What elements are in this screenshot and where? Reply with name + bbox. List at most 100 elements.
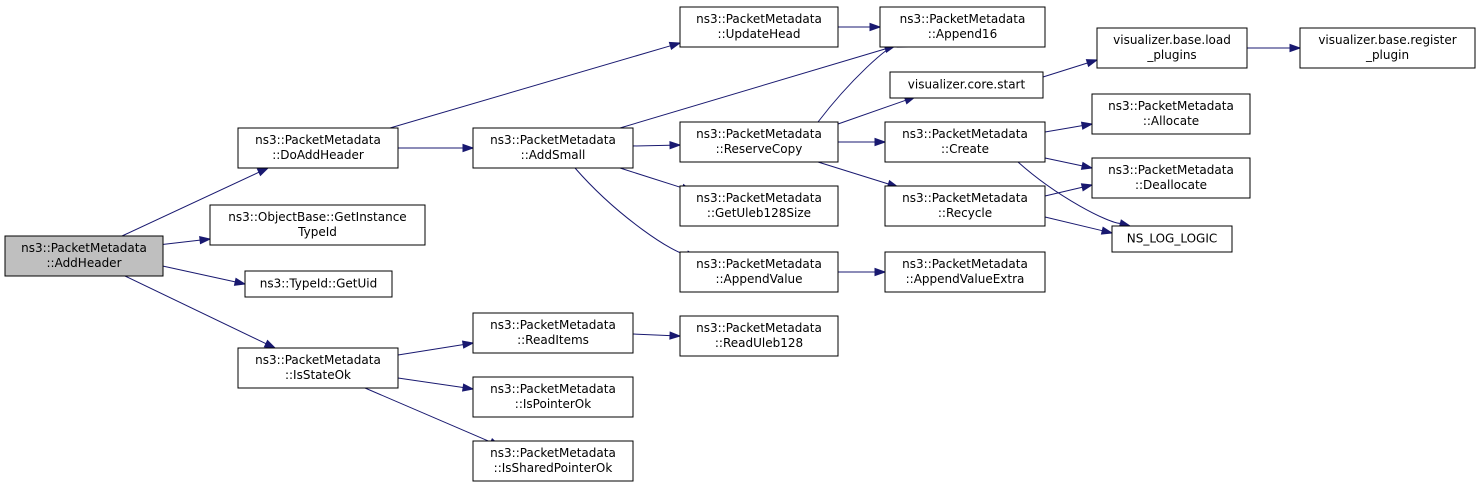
node-label-line: ::AddHeader bbox=[46, 256, 121, 270]
arrowhead bbox=[233, 277, 247, 286]
arrowhead bbox=[1289, 43, 1302, 53]
node-box bbox=[679, 121, 839, 163]
edge-line bbox=[157, 264, 236, 283]
arrowhead bbox=[263, 339, 277, 349]
edge-line bbox=[619, 167, 683, 189]
node-label-line: ns3::PacketMetadata bbox=[21, 241, 147, 255]
node-label-line: ::AddSmall bbox=[521, 148, 586, 162]
node-add-small[interactable]: ns3::PacketMetadata::AddSmall bbox=[472, 127, 634, 169]
node-box bbox=[1096, 27, 1248, 69]
node-load-plugins[interactable]: visualizer.base.load_plugins bbox=[1096, 27, 1248, 69]
edges-layer bbox=[121, 22, 1302, 447]
edge-line bbox=[1042, 62, 1088, 78]
edge-do-add-header-to-update-head bbox=[389, 41, 682, 129]
node-append-value[interactable]: ns3::PacketMetadata::AppendValue bbox=[679, 251, 839, 293]
edge-add-small-to-append-value bbox=[574, 167, 699, 259]
edge-line bbox=[837, 99, 906, 125]
edge-line bbox=[1044, 216, 1103, 232]
node-label-line: _plugins bbox=[1146, 48, 1196, 62]
node-label-line: ::GetUleb128Size bbox=[707, 206, 811, 220]
node-ns-log-logic[interactable]: NS_LOG_LOGIC bbox=[1111, 225, 1233, 253]
edge-recycle-to-ns-log-logic bbox=[1044, 216, 1114, 235]
edge-line bbox=[397, 377, 464, 389]
node-label-line: ::Recycle bbox=[938, 206, 992, 220]
node-box bbox=[679, 6, 839, 48]
node-label-line: ns3::PacketMetadata bbox=[696, 127, 822, 141]
edge-reserve-copy-to-visualizer-core-start bbox=[837, 96, 917, 125]
edge-is-state-ok-to-read-items bbox=[397, 340, 475, 356]
arrowhead bbox=[256, 167, 270, 177]
node-label-line: ::AppendValue bbox=[715, 272, 802, 286]
node-label-line: ::DoAddHeader bbox=[272, 148, 364, 162]
arrowhead bbox=[462, 383, 475, 392]
edge-visualizer-core-start-to-load-plugins bbox=[1042, 59, 1099, 78]
node-box bbox=[209, 204, 426, 246]
node-label-line: ns3::PacketMetadata bbox=[255, 133, 381, 147]
node-visualizer-core-start[interactable]: visualizer.core.start bbox=[889, 71, 1044, 99]
edge-line bbox=[397, 344, 464, 356]
node-box bbox=[472, 312, 634, 354]
node-is-shared-pointer-ok[interactable]: ns3::PacketMetadata::IsSharedPointerOk bbox=[472, 440, 634, 482]
node-do-add-header[interactable]: ns3::PacketMetadata::DoAddHeader bbox=[237, 127, 399, 169]
arrowhead bbox=[1080, 161, 1094, 170]
edge-line bbox=[817, 43, 899, 123]
arrowhead bbox=[462, 143, 475, 153]
node-label-line: ns3::PacketMetadata bbox=[696, 12, 822, 26]
node-box bbox=[884, 251, 1046, 293]
node-allocate[interactable]: ns3::PacketMetadata::Allocate bbox=[1091, 93, 1251, 135]
node-label-line: ::ReadItems bbox=[517, 333, 589, 347]
node-label-line: ::Deallocate bbox=[1135, 178, 1207, 192]
node-is-state-ok[interactable]: ns3::PacketMetadata::IsStateOk bbox=[237, 347, 399, 389]
node-label-line: NS_LOG_LOGIC bbox=[1127, 232, 1218, 246]
node-label-line: ns3::PacketMetadata bbox=[1108, 99, 1234, 113]
node-box bbox=[472, 376, 634, 418]
edge-line bbox=[632, 333, 671, 337]
node-label-line: ::AppendValueExtra bbox=[906, 272, 1025, 286]
node-box bbox=[1111, 225, 1233, 253]
arrowhead bbox=[1080, 183, 1094, 192]
node-reserve-copy[interactable]: ns3::PacketMetadata::ReserveCopy bbox=[679, 121, 839, 163]
node-label-line: ns3::PacketMetadata bbox=[902, 127, 1028, 141]
node-label-line: ::UpdateHead bbox=[718, 27, 801, 41]
node-add-header[interactable]: ns3::PacketMetadata::AddHeader bbox=[4, 235, 164, 277]
node-label-line: ::Allocate bbox=[1143, 114, 1199, 128]
node-box bbox=[237, 127, 399, 169]
node-box bbox=[884, 121, 1046, 163]
node-label-line: ::IsPointerOk bbox=[515, 397, 591, 411]
node-box bbox=[237, 347, 399, 389]
node-create[interactable]: ns3::PacketMetadata::Create bbox=[884, 121, 1046, 163]
node-label-line: ns3::PacketMetadata bbox=[902, 257, 1028, 271]
node-update-head[interactable]: ns3::PacketMetadata::UpdateHead bbox=[679, 6, 839, 48]
node-label-line: ::IsSharedPointerOk bbox=[494, 461, 613, 475]
node-register-plugin[interactable]: visualizer.base.register_plugin bbox=[1299, 27, 1476, 69]
node-read-items[interactable]: ns3::PacketMetadata::ReadItems bbox=[472, 312, 634, 354]
node-label-line: ns3::PacketMetadata bbox=[696, 321, 822, 335]
edge-line bbox=[124, 275, 267, 345]
edge-create-to-allocate bbox=[1044, 121, 1094, 133]
edge-reserve-copy-to-create bbox=[838, 137, 887, 147]
edge-load-plugins-to-register-plugin bbox=[1247, 43, 1302, 53]
arrowhead bbox=[874, 137, 887, 147]
node-label-line: ::IsStateOk bbox=[285, 368, 351, 382]
node-box bbox=[472, 127, 634, 169]
node-label-line: ns3::PacketMetadata bbox=[490, 382, 616, 396]
node-get-uid[interactable]: ns3::TypeId::GetUid bbox=[244, 270, 393, 298]
edge-recycle-to-deallocate bbox=[1044, 183, 1094, 197]
edge-line bbox=[157, 239, 201, 246]
node-box bbox=[679, 185, 839, 227]
edge-reserve-copy-to-recycle bbox=[817, 161, 900, 188]
node-get-uleb128-size[interactable]: ns3::PacketMetadata::GetUleb128Size bbox=[679, 185, 839, 227]
node-append-value-extra[interactable]: ns3::PacketMetadata::AppendValueExtra bbox=[884, 251, 1046, 293]
node-read-uleb128[interactable]: ns3::PacketMetadata::ReadUleb128 bbox=[679, 315, 839, 357]
node-box bbox=[879, 6, 1046, 48]
edge-is-state-ok-to-is-pointer-ok bbox=[397, 377, 475, 392]
arrowhead bbox=[669, 331, 682, 340]
node-box bbox=[1091, 157, 1251, 199]
node-append16[interactable]: ns3::PacketMetadata::Append16 bbox=[879, 6, 1046, 48]
node-deallocate[interactable]: ns3::PacketMetadata::Deallocate bbox=[1091, 157, 1251, 199]
node-recycle[interactable]: ns3::PacketMetadata::Recycle bbox=[884, 185, 1046, 227]
node-is-pointer-ok[interactable]: ns3::PacketMetadata::IsPointerOk bbox=[472, 376, 634, 418]
edge-add-header-to-get-instance-type-id bbox=[157, 236, 212, 246]
